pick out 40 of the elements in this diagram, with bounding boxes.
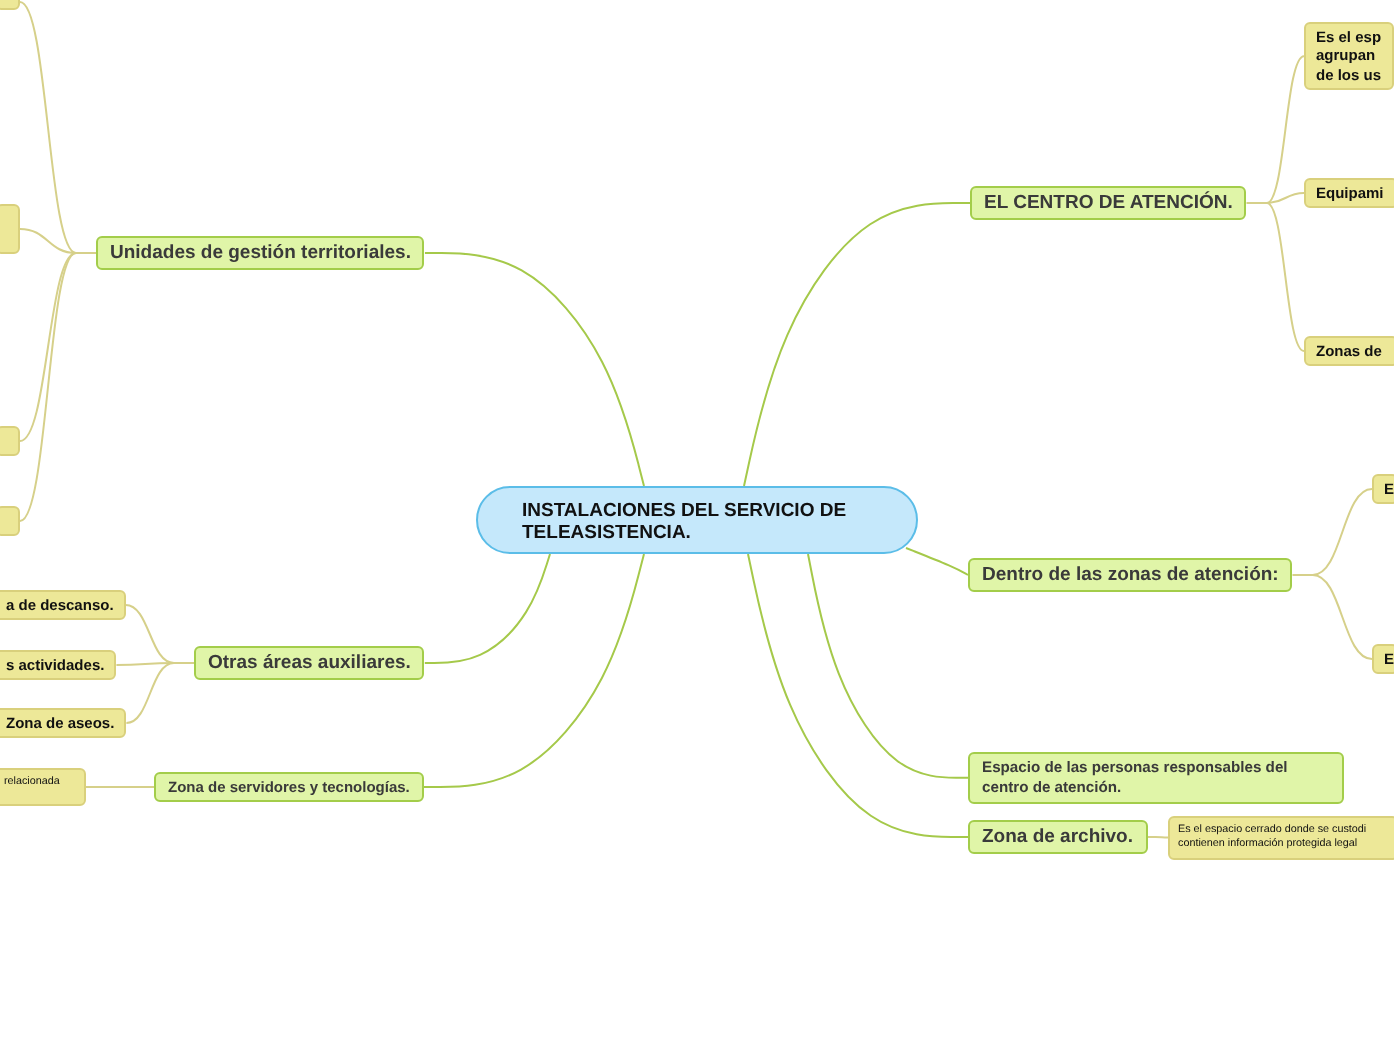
topic-box — [96, 236, 425, 270]
subtopic-box — [0, 426, 20, 456]
topic-text: Dentro de las zonas de atención: — [982, 564, 1279, 586]
connector — [1146, 836, 1169, 839]
connector — [747, 553, 969, 838]
subtopic-box — [1372, 474, 1394, 504]
connector — [85, 786, 155, 788]
topic-text: INSTALACIONES DEL SERVICIO DE TELEASISTENCIA. — [522, 500, 849, 544]
connector — [1291, 574, 1373, 660]
topic-box — [968, 752, 1344, 804]
topic-box — [968, 558, 1293, 592]
topic-box — [194, 646, 425, 680]
topic-text: EL CENTRO DE ATENCIÓN. — [984, 192, 1233, 214]
subtopic-box — [1372, 644, 1394, 674]
topic-text: Zona de archivo. — [982, 826, 1133, 848]
topic-box — [968, 820, 1147, 854]
subtopic-box — [0, 708, 127, 738]
topic-box — [970, 186, 1247, 220]
subtopic-box — [1168, 816, 1394, 859]
connector — [19, 252, 97, 522]
subtopic-box — [0, 590, 126, 620]
connector — [807, 553, 969, 779]
subtopic-box — [1304, 336, 1394, 366]
connector — [125, 662, 195, 724]
central-topic — [476, 486, 918, 554]
subtopic-box — [1304, 178, 1394, 208]
subtopic-box — [0, 506, 20, 536]
topic-text: Otras áreas auxiliares. — [208, 652, 411, 674]
connector — [423, 252, 645, 487]
topic-box — [154, 772, 424, 802]
subtopic-box — [0, 768, 86, 806]
connector — [905, 547, 969, 576]
subtopic-box — [1304, 22, 1394, 91]
connector — [422, 553, 645, 788]
topic-text: Unidades de gestión territoriales. — [110, 242, 411, 264]
connector — [743, 202, 971, 487]
connector — [1245, 202, 1305, 352]
subtopic-box — [0, 650, 117, 680]
connector — [423, 553, 551, 664]
subtopic-box — [0, 204, 20, 254]
